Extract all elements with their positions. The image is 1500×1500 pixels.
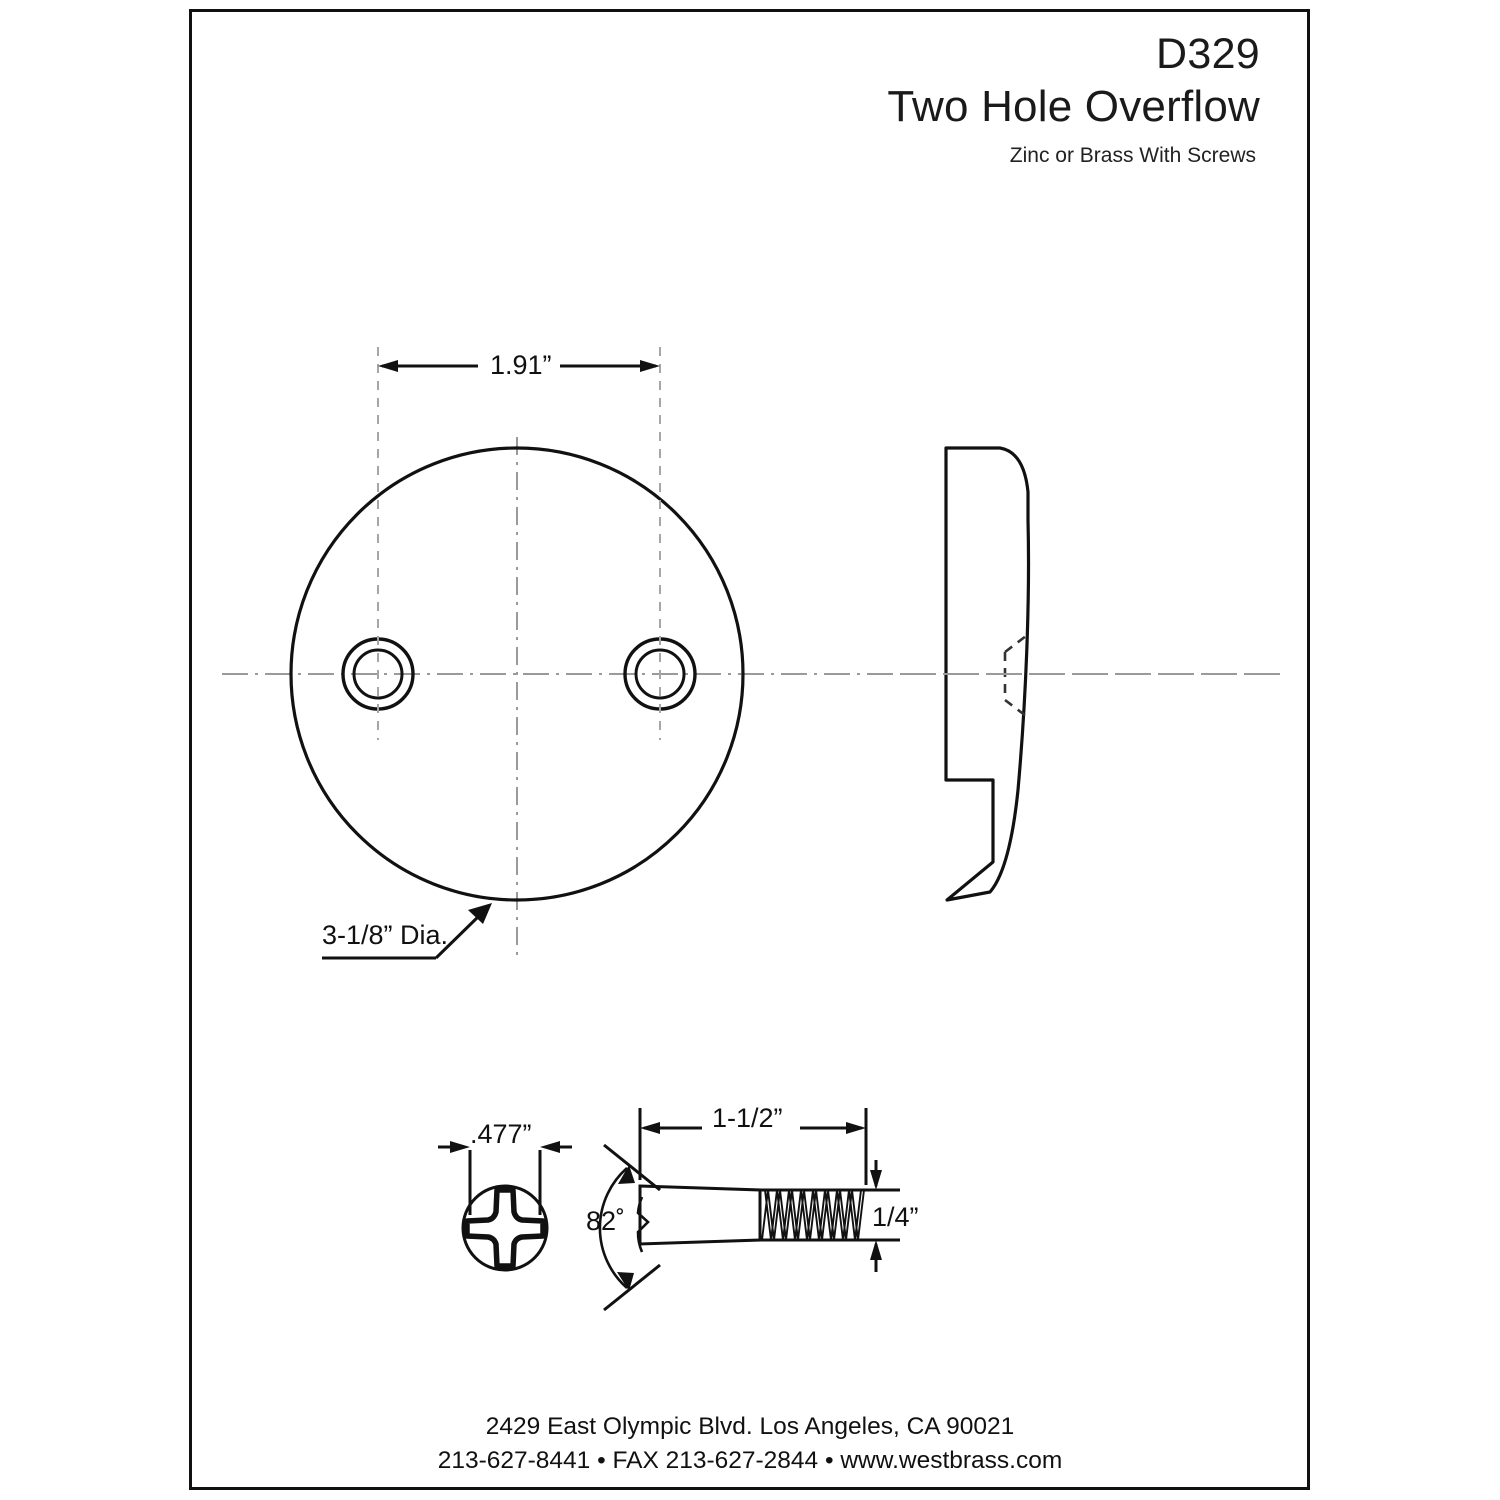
head-diameter-dimension xyxy=(438,1141,572,1215)
sheet-border xyxy=(189,9,1310,1490)
overflow-plate-side-view xyxy=(900,446,1285,902)
dimension-countersink-angle: 82˚ xyxy=(586,1206,626,1236)
dimension-screw-length: 1-1/2” xyxy=(712,1103,783,1133)
title-block: D329 Two Hole Overflow Zinc or Brass Wit… xyxy=(560,28,1260,171)
footer-block: 2429 East Olympic Blvd. Los Angeles, CA … xyxy=(200,1410,1300,1478)
footer-contact: 213-627-8441 • FAX 213-627-2844 • www.we… xyxy=(437,1447,1063,1474)
plate-outline-circle xyxy=(289,446,745,902)
dimension-shank-diameter: 1/4” xyxy=(872,1202,919,1232)
screw-side-view xyxy=(598,1108,900,1312)
dimension-plate-diameter: 3-1/8” Dia. xyxy=(322,920,449,950)
dimension-hole-spacing: 1.91” xyxy=(490,350,552,380)
product-title: Two Hole Overflow xyxy=(887,82,1260,131)
dimension-head-diameter: .477” xyxy=(470,1119,532,1149)
phillips-cross-recess xyxy=(464,1187,546,1269)
head-circle xyxy=(461,1184,549,1272)
hole-spacing-dimension xyxy=(378,360,660,372)
model-number: D329 xyxy=(1156,30,1260,78)
product-subtitle: Zinc or Brass With Screws xyxy=(1009,144,1256,167)
overflow-plate-face-view xyxy=(222,347,1285,960)
screw-length-dimension xyxy=(638,1108,868,1185)
hidden-countersink-lines xyxy=(1003,634,1027,718)
threaded-shank xyxy=(760,1188,866,1242)
plate-diameter-leader xyxy=(322,903,492,960)
shank-diameter-dimension xyxy=(858,1160,900,1272)
flat-countersunk-head xyxy=(638,1184,762,1246)
footer-address: 2429 East Olympic Blvd. Los Angeles, CA … xyxy=(485,1413,1015,1440)
side-profile-outline xyxy=(944,446,1031,902)
screw-head-end-view xyxy=(438,1141,572,1272)
